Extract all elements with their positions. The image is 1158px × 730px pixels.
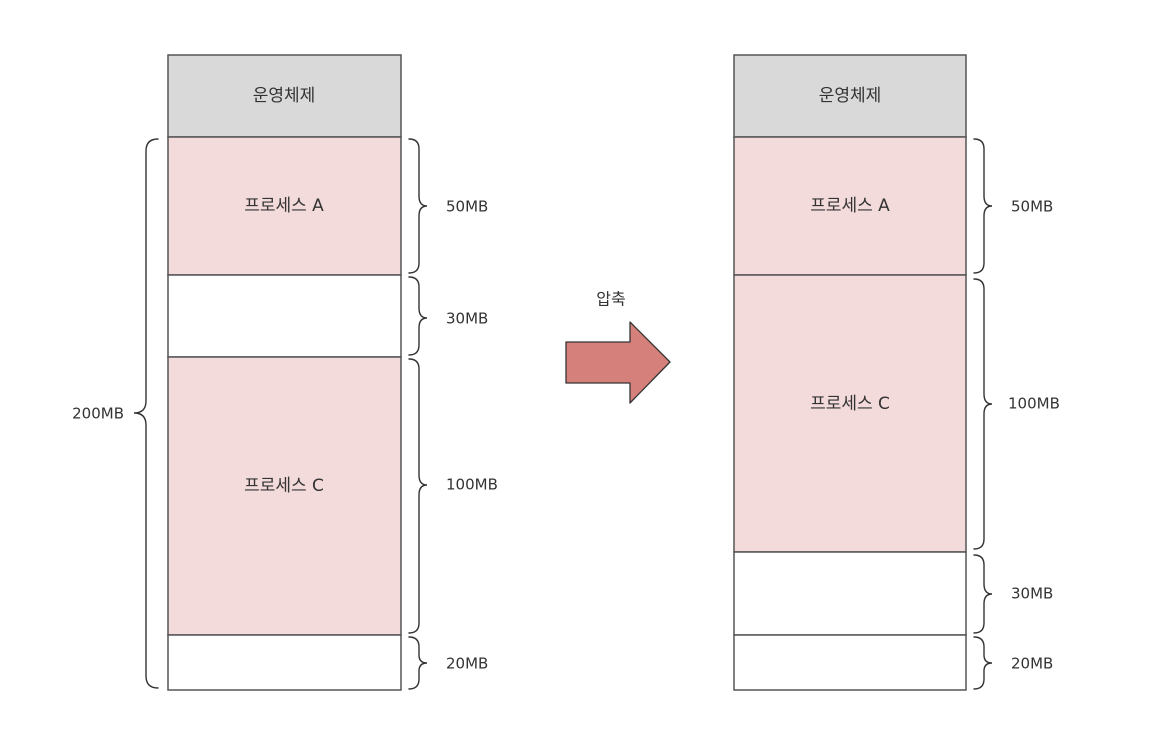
after-os-label: 운영체제 bbox=[819, 86, 882, 106]
after-free-block-30 bbox=[733, 551, 967, 636]
after-process-a-label: 프로세스 A bbox=[810, 196, 890, 216]
before-size-process-a: 50MB bbox=[446, 198, 488, 216]
before-brace-process-a bbox=[408, 138, 428, 274]
before-size-process-c: 100MB bbox=[446, 476, 498, 494]
before-memory-column: 운영체제 프로세스 A 프로세스 C 50MB 30MB 100MB 20MB … bbox=[72, 54, 498, 691]
before-process-a-label: 프로세스 A bbox=[244, 196, 324, 216]
before-process-c-block bbox=[167, 356, 402, 636]
after-brace-free-20 bbox=[973, 636, 993, 690]
before-size-free-20: 20MB bbox=[446, 655, 488, 673]
arrow-label: 압축 bbox=[596, 290, 625, 309]
before-brace-free-30 bbox=[408, 276, 428, 356]
before-free-block-30 bbox=[167, 274, 402, 358]
before-size-free-30: 30MB bbox=[446, 310, 488, 328]
before-process-c-label: 프로세스 C bbox=[244, 476, 324, 496]
after-size-free-30: 30MB bbox=[1011, 585, 1053, 603]
before-free-block-20 bbox=[167, 634, 402, 691]
before-total-brace bbox=[133, 138, 159, 689]
after-brace-process-a bbox=[973, 138, 993, 274]
after-brace-process-c bbox=[973, 278, 993, 550]
after-process-c-block bbox=[733, 274, 967, 553]
compaction-arrow: 압축 bbox=[565, 290, 671, 404]
after-brace-free-30 bbox=[973, 554, 993, 634]
arrow-icon bbox=[565, 321, 671, 404]
after-size-free-20: 20MB bbox=[1011, 655, 1053, 673]
after-process-c-label: 프로세스 C bbox=[810, 394, 890, 414]
before-process-a-block bbox=[167, 136, 402, 276]
before-brace-process-c bbox=[408, 358, 428, 634]
after-size-process-c: 100MB bbox=[1008, 395, 1060, 413]
after-memory-column: 운영체제 프로세스 A 프로세스 C 50MB 100MB 30MB 20MB bbox=[733, 54, 1060, 691]
before-total-size: 200MB bbox=[72, 405, 124, 423]
before-brace-free-20 bbox=[408, 636, 428, 690]
after-free-block-20 bbox=[733, 634, 967, 691]
after-size-process-a: 50MB bbox=[1011, 198, 1053, 216]
before-os-block bbox=[167, 54, 402, 138]
after-process-a-block bbox=[733, 136, 967, 276]
before-os-label: 운영체제 bbox=[253, 86, 316, 106]
after-os-block bbox=[733, 54, 967, 138]
